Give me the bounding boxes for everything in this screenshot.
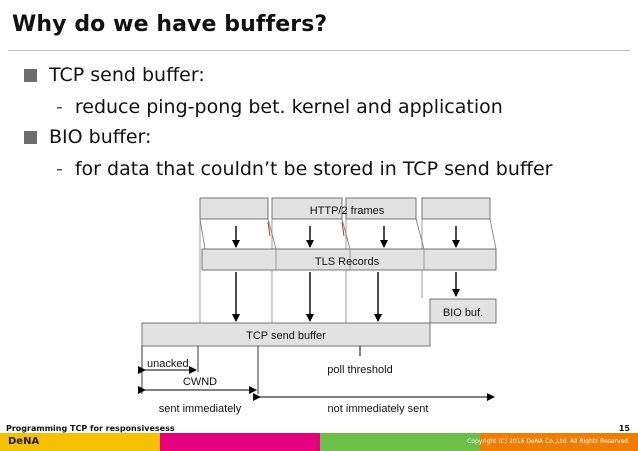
poll-threshold-label: poll threshold xyxy=(327,364,392,376)
tls-records: TLS Records xyxy=(201,248,497,271)
subbullet-bio-data: -for data that couldn’t be stored in TCP… xyxy=(56,158,553,180)
footer-bar-yellow xyxy=(0,433,160,451)
footer-bar-orange xyxy=(480,433,638,451)
http2-frame-box xyxy=(345,197,417,220)
http2-frame-box xyxy=(421,197,491,220)
frame-edge-markers xyxy=(267,221,345,237)
cwnd-label: CWND xyxy=(183,376,217,388)
dash-marker: - xyxy=(56,96,63,118)
bullet-text: TCP send buffer: xyxy=(49,64,205,86)
http2-frame-box xyxy=(199,197,269,220)
page-number: 15 xyxy=(618,424,630,433)
sent-immediately-label: sent immediately xyxy=(159,403,242,415)
flow-arrows xyxy=(232,226,460,322)
title-underline xyxy=(8,50,630,51)
copyright-text: Copyright (C) 2016 DeNA Co.,Ltd. All Rig… xyxy=(467,438,630,445)
subbullet-ping-pong: -reduce ping-pong bet. kernel and applic… xyxy=(56,96,503,118)
tcp-send-buffer-label: TCP send buffer xyxy=(246,330,326,342)
bullet-square-icon xyxy=(24,68,37,82)
tls-records-label: TLS Records xyxy=(315,256,380,268)
subbullet-text: reduce ping-pong bet. kernel and applica… xyxy=(74,96,503,118)
footer-title: Programming TCP for responsivesess xyxy=(6,424,175,433)
not-immediately-sent-label: not immediately sent xyxy=(328,403,429,415)
bullet-bio-buffer: BIO buffer: xyxy=(24,126,151,148)
dena-logo: DeNA xyxy=(8,436,40,447)
divider-lines xyxy=(199,219,423,323)
bullet-tcp-send-buffer: TCP send buffer: xyxy=(24,64,205,86)
frame-connector-lines xyxy=(199,218,497,250)
tcp-send-buffer-box xyxy=(141,322,431,347)
bullet-square-icon xyxy=(24,130,37,144)
bio-buffer-label: BIO buf. xyxy=(443,307,483,319)
http2-frames: HTTP/2 frames xyxy=(199,197,491,220)
unacked-label: unacked xyxy=(147,358,189,370)
footer-bar-pink xyxy=(160,433,320,451)
dash-marker: - xyxy=(56,158,63,180)
bio-buffer-box xyxy=(429,298,497,324)
http2-frames-label: HTTP/2 frames xyxy=(310,205,385,217)
http2-frame-box xyxy=(271,197,343,220)
tls-records-band xyxy=(201,248,497,271)
bullet-text: BIO buffer: xyxy=(49,126,152,148)
subbullet-text: for data that couldn’t be stored in TCP … xyxy=(74,158,553,180)
slide-title: Why do we have buffers? xyxy=(12,12,328,37)
footer-bar-green xyxy=(320,433,480,451)
